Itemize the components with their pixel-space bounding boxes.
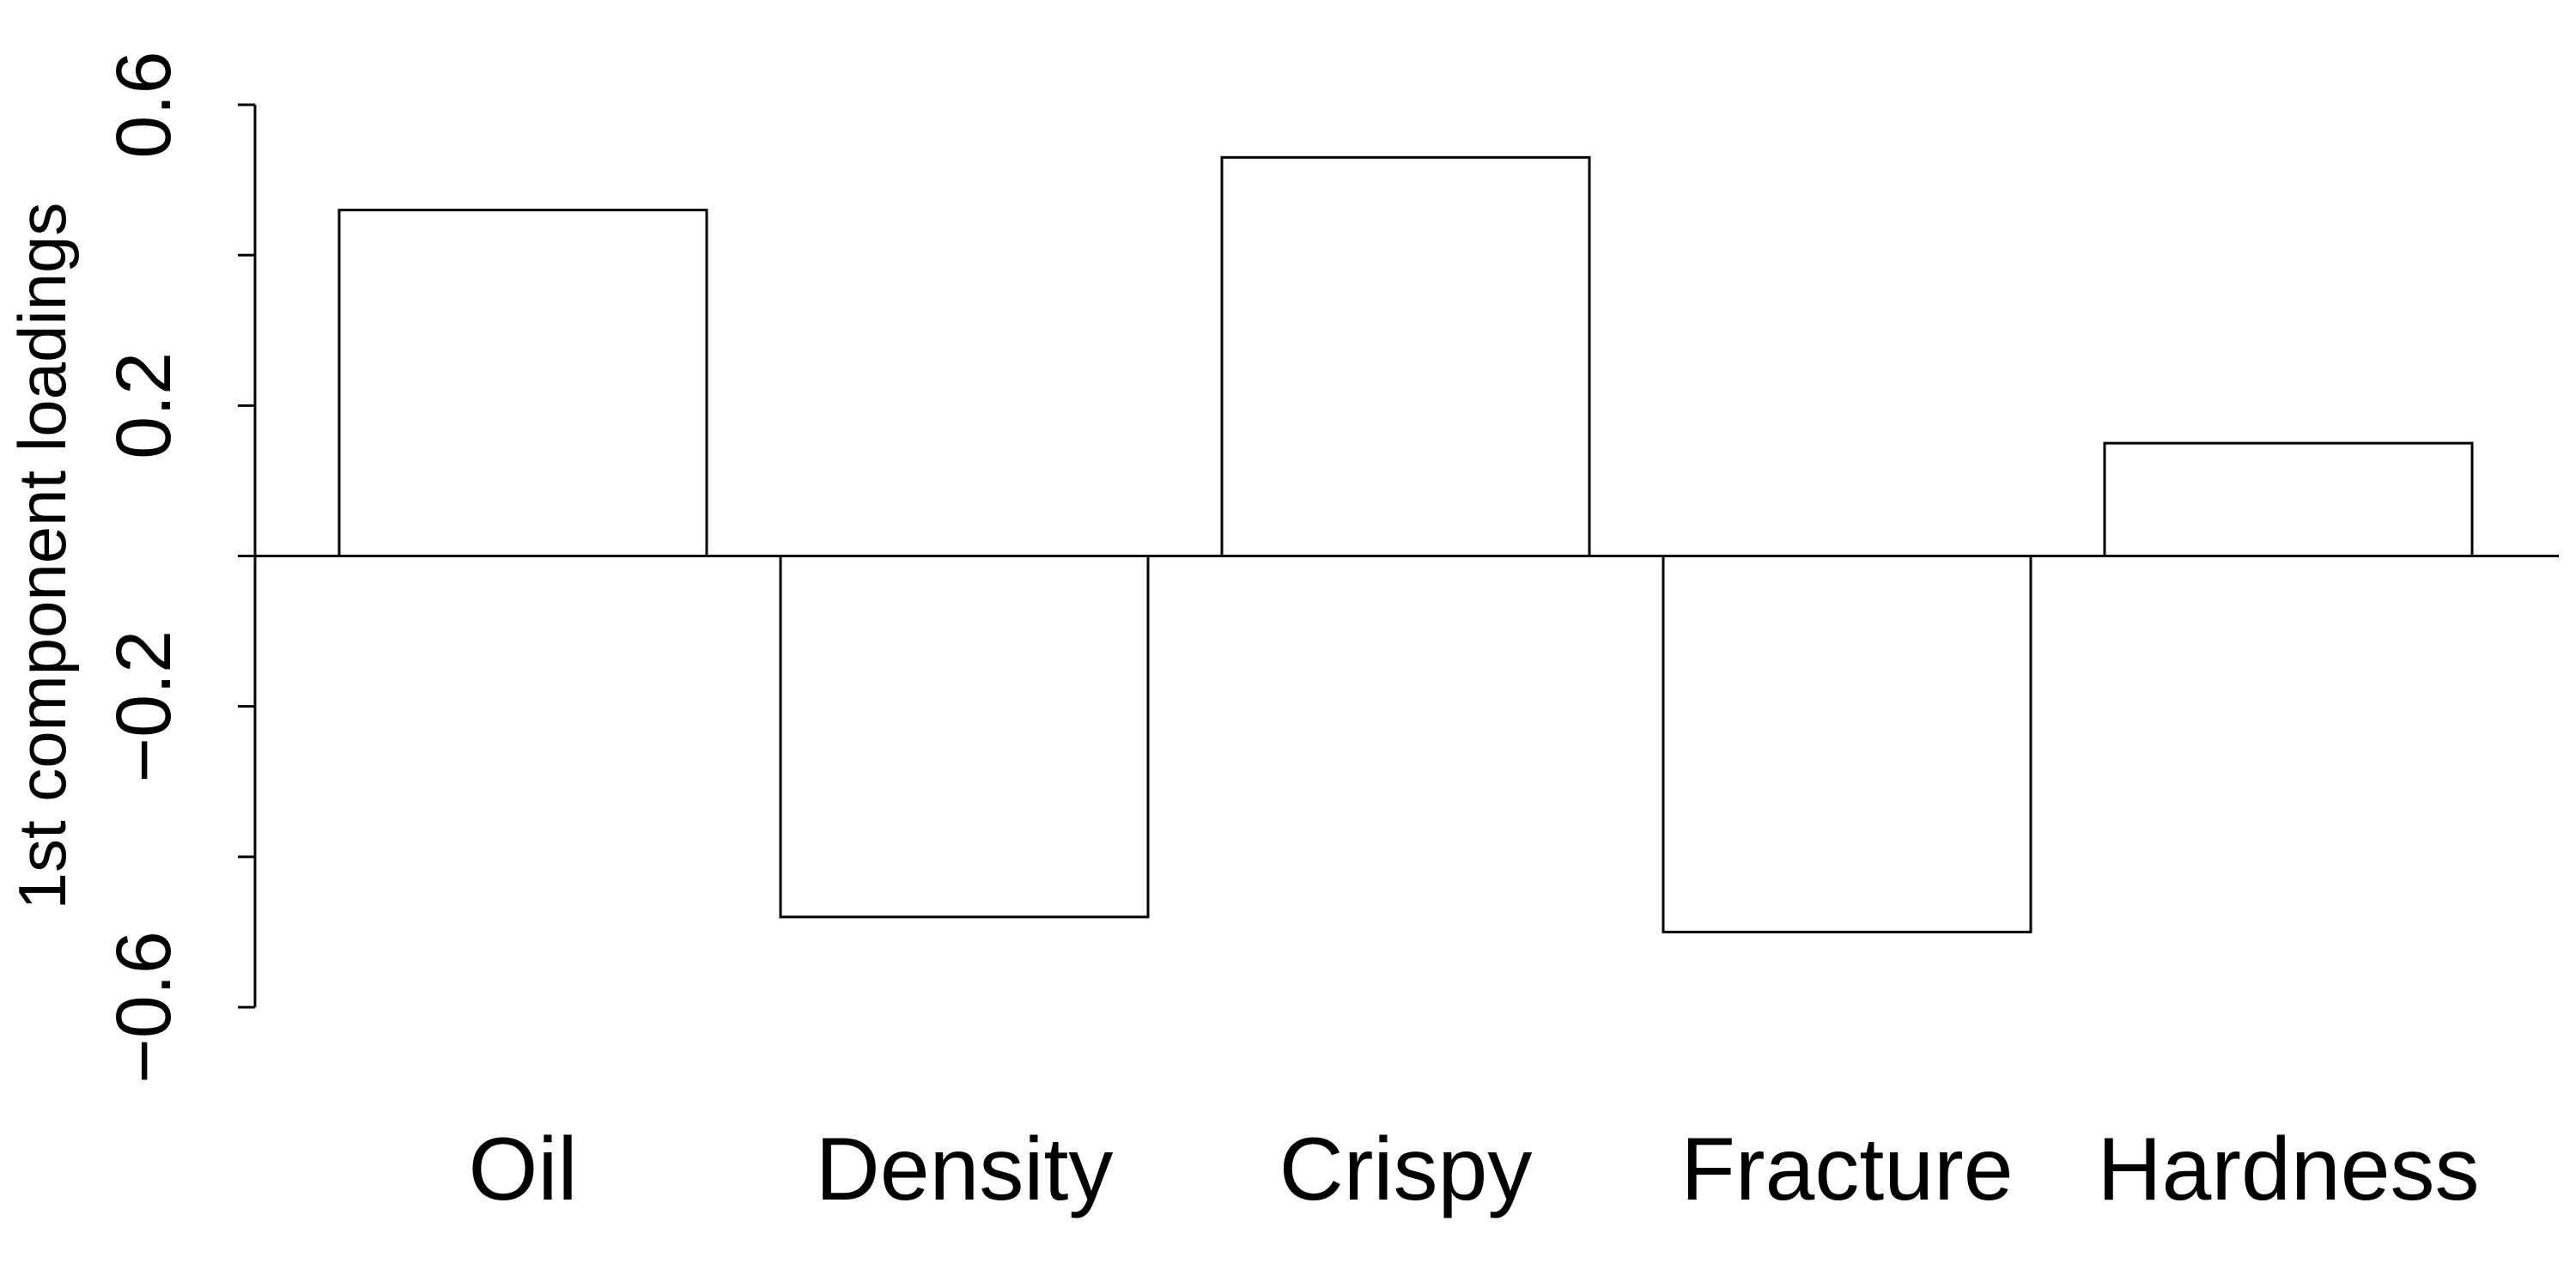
bar-oil [337, 209, 708, 557]
bar-density [779, 555, 1150, 919]
bar-crispy [1220, 155, 1591, 558]
x-tick-labels: Oil Density Crispy Fracture Hardness [468, 1120, 2479, 1219]
x-tick-label: Density [816, 1120, 1114, 1219]
y-tick-label: 0.2 [101, 352, 187, 459]
y-tick-label: 0.6 [101, 51, 187, 158]
y-tick-label: −0.6 [101, 931, 187, 1084]
bar-hardness [2103, 441, 2474, 557]
y-axis: −0.6 −0.2 0.2 0.6 [101, 51, 257, 1084]
bars [337, 155, 2474, 933]
x-tick-label: Hardness [2097, 1120, 2479, 1219]
y-axis-label: 1st component loadings [4, 203, 80, 910]
x-tick-label: Fracture [1680, 1120, 2013, 1219]
y-tick-label: −0.2 [101, 630, 187, 783]
bar-fracture [1662, 555, 2032, 933]
x-tick-label: Crispy [1279, 1120, 1533, 1219]
x-tick-label: Oil [468, 1120, 577, 1219]
